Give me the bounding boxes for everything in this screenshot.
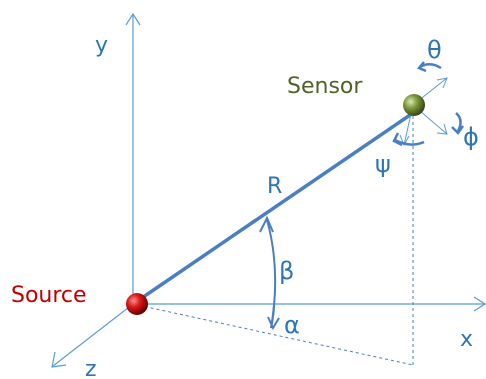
beta-label: β: [279, 257, 294, 285]
sensor-label: Sensor: [287, 74, 363, 99]
y-axis: [125, 12, 141, 304]
phi-label: ϕ: [463, 123, 479, 151]
y-axis-label: y: [95, 33, 108, 58]
psi-rotation-arrow: [392, 132, 425, 147]
z-axis-label: z: [85, 357, 97, 379]
z-axis: [51, 303, 134, 368]
theta-label: θ: [427, 36, 442, 64]
x-axis: [133, 296, 486, 312]
source-label: Source: [11, 283, 87, 308]
sensor-point: [403, 94, 425, 116]
psi-label: ψ: [375, 150, 391, 178]
alpha-arc: [267, 303, 280, 331]
source-point: [126, 293, 148, 315]
range-label: R: [267, 174, 282, 199]
phi-rotation-arrow: [451, 112, 465, 135]
theta-rotation-arrow: [416, 61, 442, 73]
projection-lines: [132, 113, 414, 366]
x-axis-label: x: [460, 327, 473, 352]
alpha-label: α: [284, 311, 300, 339]
range-line: [132, 111, 414, 306]
